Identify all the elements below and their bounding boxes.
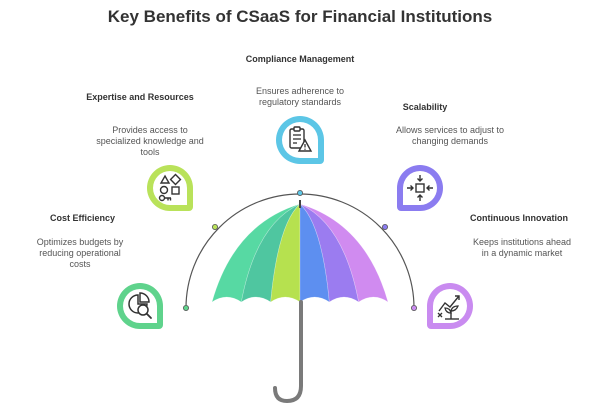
shapes-key-icon bbox=[158, 173, 182, 202]
benefit-desc-cost-efficiency: Optimizes budgets by reducing operationa… bbox=[36, 237, 124, 269]
expand-arrows-icon bbox=[407, 175, 433, 201]
node-scalability bbox=[397, 165, 443, 211]
benefit-desc-expertise: Provides access to specialized knowledge… bbox=[96, 125, 204, 157]
connector-dot bbox=[381, 223, 388, 230]
node-innovation bbox=[427, 283, 473, 329]
umbrella-panel bbox=[299, 203, 360, 303]
connector-dot bbox=[296, 189, 303, 196]
connector-dot bbox=[410, 304, 417, 311]
umbrella-handle bbox=[273, 300, 303, 404]
benefit-desc-compliance: Ensures adherence to regulatory standard… bbox=[255, 86, 345, 107]
connector-dot bbox=[182, 304, 189, 311]
benefit-title-expertise: Expertise and Resources bbox=[86, 92, 194, 102]
umbrella-panel bbox=[299, 203, 330, 303]
growth-plant-icon bbox=[437, 295, 460, 320]
connector-dot bbox=[211, 223, 218, 230]
umbrella-panel bbox=[299, 203, 389, 303]
benefit-title-cost-efficiency: Cost Efficiency bbox=[49, 213, 115, 223]
chart-magnifier-icon bbox=[128, 292, 152, 319]
umbrella-canopy bbox=[211, 203, 389, 303]
benefit-title-compliance: Compliance Management bbox=[245, 54, 355, 64]
node-compliance bbox=[276, 116, 324, 164]
document-warning-icon bbox=[289, 126, 313, 152]
benefit-title-scalability: Scalability bbox=[402, 102, 448, 112]
benefit-desc-innovation: Keeps institutions ahead in a dynamic ma… bbox=[472, 237, 572, 258]
benefit-desc-scalability: Allows services to adjust to changing de… bbox=[395, 125, 505, 146]
benefit-title-innovation: Continuous Innovation bbox=[470, 213, 568, 223]
node-expertise bbox=[147, 165, 193, 211]
page-title: Key Benefits of CSaaS for Financial Inst… bbox=[107, 7, 493, 26]
node-cost-efficiency bbox=[117, 283, 163, 329]
